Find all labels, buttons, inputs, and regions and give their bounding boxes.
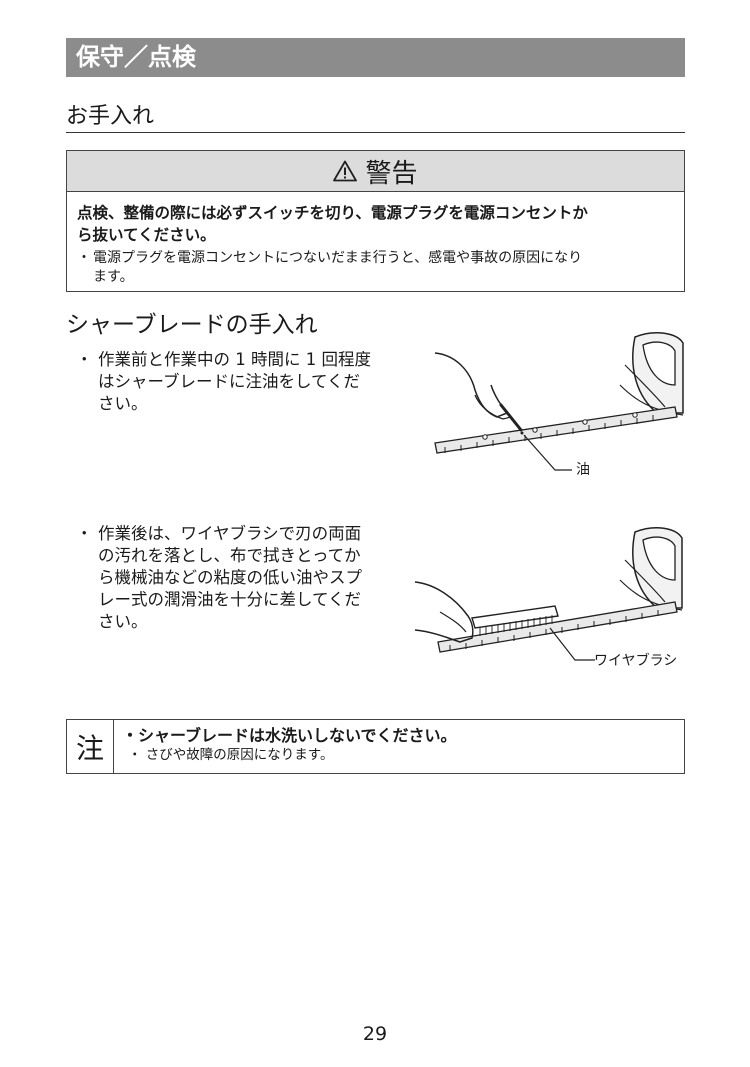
list-item-line: の汚れを落とし、布で拭きとってか (98, 546, 361, 565)
warning-heading-text: 警告 (365, 158, 418, 189)
note-box: 注 ・シャーブレードは水洗いしないでください。 ・ さびや故障の原因になります。 (66, 719, 685, 774)
callout-wire-brush: ワイヤブラシ (594, 653, 678, 669)
list-item-line: 作業後は、ワイヤブラシで刃の両面 (98, 524, 362, 543)
callout-oil: 油 (576, 462, 590, 478)
warning-main-line: ら抜いてください。 (77, 226, 216, 244)
page-number: 29 (362, 1023, 388, 1045)
note-sub-text: ・ さびや故障の原因になります。 (128, 747, 334, 763)
brushing-illustration (414, 526, 683, 661)
warning-box: 警告 点検、整備の際には必ずスイッチを切り、電源プラグを電源コンセントか ら抜い… (66, 150, 685, 292)
note-content: ・シャーブレードは水洗いしないでください。 ・ さびや故障の原因になります。 (114, 720, 457, 773)
warning-detail: ・ 電源プラグを電源コンセントにつないだまま行うと、感電や事故の原因になり ます… (77, 249, 674, 287)
section-title: お手入れ (66, 103, 685, 133)
blade-care-title: シャーブレードの手入れ (66, 312, 318, 338)
warning-main-text: 点検、整備の際には必ずスイッチを切り、電源プラグを電源コンセントか ら抜いてくだ… (77, 202, 674, 246)
warning-main-line: 点検、整備の際には必ずスイッチを切り、電源プラグを電源コンセントか (77, 204, 588, 222)
list-item-line: レー式の潤滑油を十分に差してくだ (98, 590, 362, 609)
warning-triangle-icon (333, 160, 358, 182)
warning-heading: 警告 (67, 151, 684, 192)
section-header: 保守／点検 (66, 38, 685, 77)
oiling-illustration (434, 331, 684, 471)
warning-detail-line: ます。 (93, 269, 134, 285)
bullet-dot: ・ (76, 350, 93, 369)
list-item-line: さい。 (98, 394, 148, 413)
list-item: ・ 作業前と作業中の 1 時間に 1 回程度 はシャーブレードに注油をしてくだ … (76, 349, 396, 415)
list-item: ・ 作業後は、ワイヤブラシで刃の両面 の汚れを落とし、布で拭きとってか ら機械油… (76, 523, 396, 633)
note-main-text: ・シャーブレードは水洗いしないでください。 (122, 726, 457, 745)
list-item-line: さい。 (98, 612, 148, 631)
bullet-dot: ・ (76, 524, 93, 543)
warning-detail-line: 電源プラグを電源コンセントにつないだまま行うと、感電や事故の原因になり (93, 250, 583, 266)
list-item-line: はシャーブレードに注油をしてくだ (98, 372, 361, 391)
note-label: 注 (67, 720, 114, 773)
list-item-line: 作業前と作業中の 1 時間に 1 回程度 (98, 350, 371, 369)
list-item-line: ら機械油などの粘度の低い油やスプ (98, 568, 362, 587)
bullet-dot: ・ (77, 250, 91, 266)
